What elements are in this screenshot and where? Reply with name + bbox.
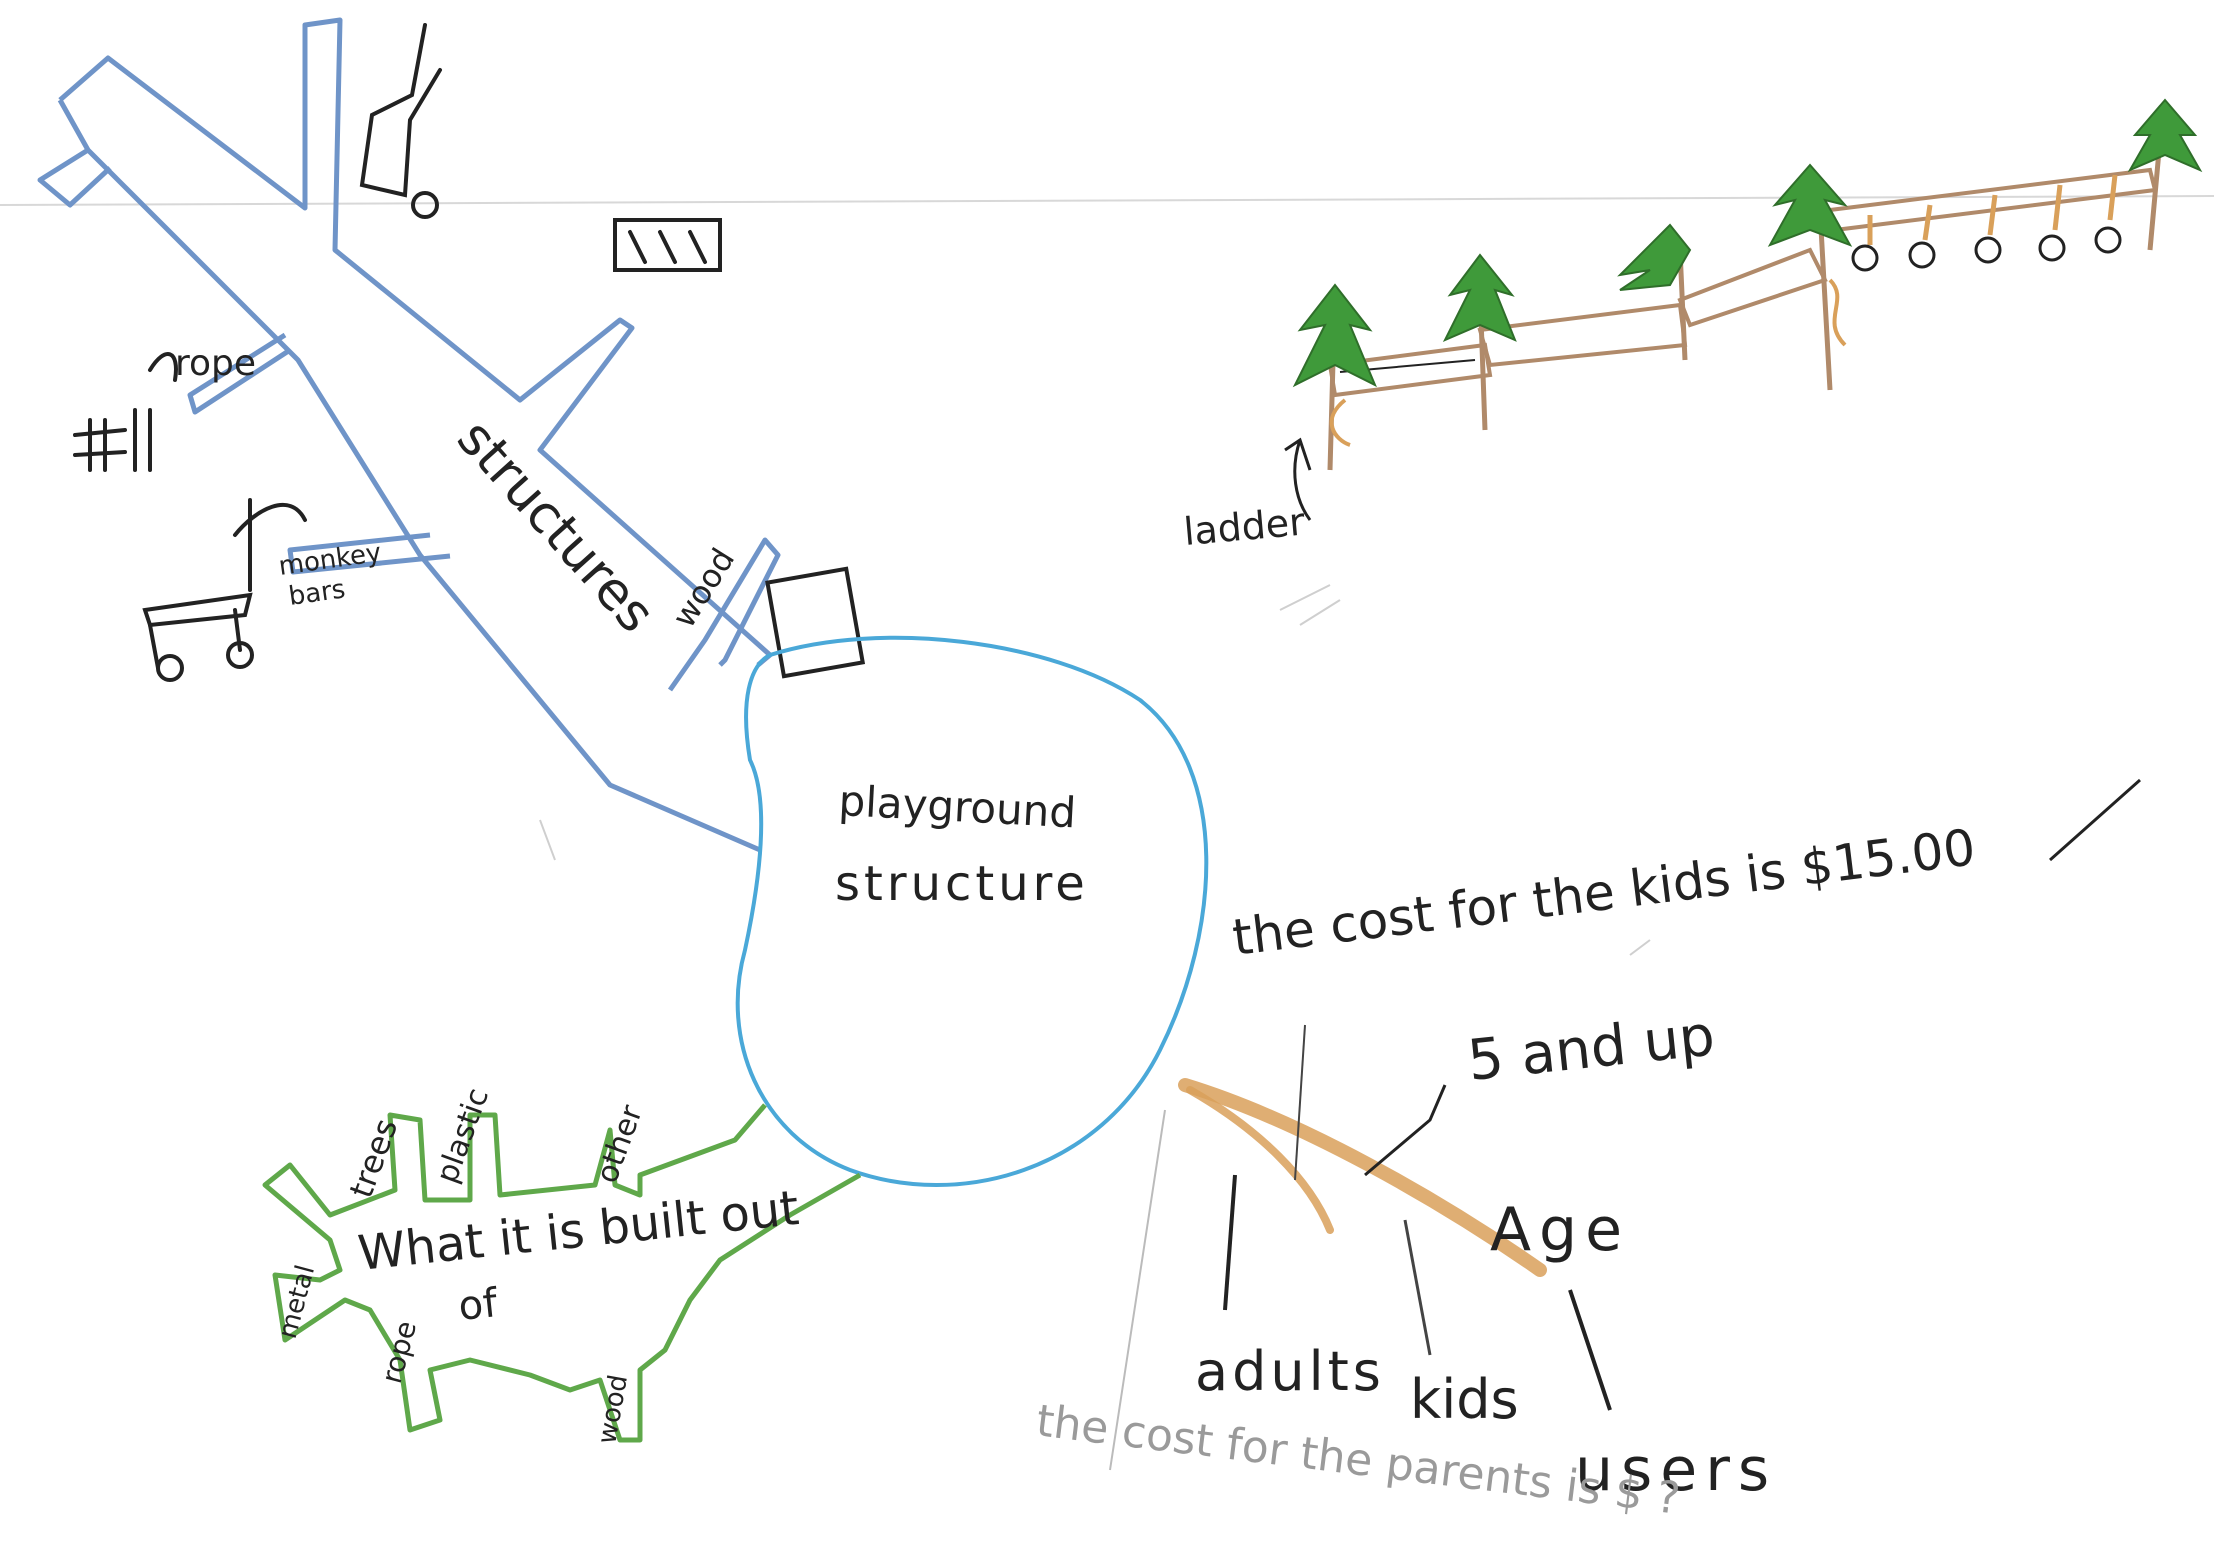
platform-3 [1677,247,1828,328]
age-kids-label: kids [1410,1368,1519,1431]
rope-arrow-doodle [148,352,178,382]
age-five-up-label: 5 and up [1465,1003,1718,1094]
pencil-marks [539,584,1651,956]
center-node [735,635,1209,1187]
monkey-bars-doodle [142,592,253,628]
cost-kids-text: the cost for the kids is $15.00 [1229,818,1978,967]
hanging-rings [1851,174,2122,272]
age-label: Age [1490,1195,1630,1265]
boot-doodle [359,23,442,198]
ladder-label: ladder [1182,500,1307,554]
cost-kids-underline [2049,778,2141,862]
playground-drawing [1284,98,2203,521]
boot-circle-doodle [411,191,439,219]
paper-line [0,195,2214,206]
trees [1292,98,2203,388]
age-branch [1109,1024,1612,1471]
block-doodle [613,218,722,272]
ladder-arrow [1284,437,1312,521]
structures-rope-label: rope [175,343,256,384]
monkey-bars-label-line2: bars [287,574,347,612]
center-label-line2: structure [835,856,1089,912]
wood-block-doodle [765,566,866,679]
age-users-label: users [1575,1435,1777,1505]
structures-doodles [73,23,866,682]
structures-branch [37,17,781,853]
age-adults-label: adults [1195,1340,1385,1403]
built-out-label-line2: of [456,1280,500,1330]
structures-label: structures [445,409,666,645]
built-out-branch [262,1103,862,1443]
net-doodle [73,408,152,472]
built-plastic-label: plastic [430,1084,496,1188]
center-label-line1: playground [837,776,1077,837]
